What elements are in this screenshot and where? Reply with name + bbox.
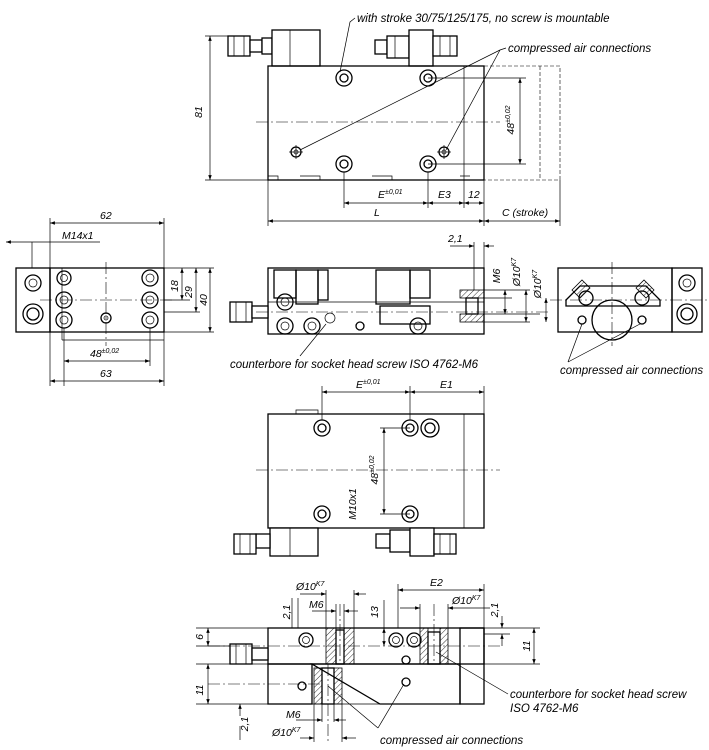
end-view-right: compressed air connections <box>550 262 709 377</box>
dim-18: 18 <box>169 280 181 292</box>
holes-top-view <box>289 69 451 173</box>
section-view: Ø10K7 M6 2,1 13 E2 Ø10K7 2,1 11 6 <box>194 577 687 747</box>
holes-end-left <box>22 269 159 329</box>
dim-12: 12 <box>468 189 480 201</box>
dim-2-1-section-top: 2,1 <box>281 605 293 621</box>
dim-M10x1: M10x1 <box>347 488 359 520</box>
dim-11-left: 11 <box>194 685 206 696</box>
dim-dia10-section-1: Ø10K7 <box>295 581 326 593</box>
dim-29: 29 <box>183 286 195 299</box>
fitting-top-right <box>374 29 458 67</box>
dim-81: 81 <box>193 106 205 118</box>
bottom-view: E±0,01 E1 48±0,02 M10x1 <box>233 379 500 557</box>
dim-48-top: 48±0,02 <box>505 105 517 134</box>
dim-dia10-section-2: Ø10K7 <box>451 595 482 607</box>
dim-2-1-section-right: 2,1 <box>489 603 501 619</box>
top-view: 81 48±0,02 E±0,01 E3 12 L C (stroke) wit… <box>193 13 651 226</box>
note-air-bottom: compressed air connections <box>380 735 523 747</box>
note-counterbore-front: counterbore for socket head screw ISO 47… <box>230 359 479 371</box>
dim-dia10-front-2: Ø10K7 <box>532 269 544 300</box>
dim-E2: E2 <box>430 577 443 589</box>
note-counterbore-bottom-2: ISO 4762-M6 <box>510 703 579 715</box>
dim-48-side: 48±0,02 <box>90 348 119 360</box>
dim-M6-front: M6 <box>491 269 503 284</box>
note-counterbore-bottom-1: counterbore for socket head screw <box>510 689 687 701</box>
dim-62: 62 <box>100 210 112 222</box>
dim-M6-section-bottom: M6 <box>286 709 301 721</box>
dim-63: 63 <box>100 368 112 380</box>
dim-dia10-front-1: Ø10K7 <box>511 257 523 288</box>
dim-2-1-front: 2,1 <box>447 233 463 245</box>
dim-48-bottom: 48±0,02 <box>369 455 381 484</box>
dim-11-right: 11 <box>521 641 533 652</box>
end-view-left: 62 M14x1 18 29 40 48±0,02 63 <box>5 210 214 386</box>
note-air-top: compressed air connections <box>508 43 651 55</box>
note-stroke: with stroke 30/75/125/175, no screw is m… <box>357 13 610 25</box>
note-air-right: compressed air connections <box>560 365 703 377</box>
dim-C-stroke: C (stroke) <box>502 207 548 219</box>
dim-2-1-section-left: 2,1 <box>239 717 251 733</box>
dim-E-bottom: E±0,01 <box>356 379 381 391</box>
dim-dia10-section-bottom: Ø10K7 <box>271 727 302 739</box>
front-view: 2,1 M6 Ø10K7 Ø10K7 counterbore for socke… <box>229 233 550 371</box>
dim-E1: E1 <box>440 379 453 391</box>
dim-6: 6 <box>194 634 206 640</box>
dim-40: 40 <box>198 294 210 306</box>
dim-M14x1: M14x1 <box>62 230 94 242</box>
dim-E-top: E±0,01 <box>378 189 403 201</box>
dim-13: 13 <box>369 606 381 618</box>
body-outline-top <box>267 65 485 181</box>
dim-L: L <box>374 207 380 219</box>
holes-bottom-view <box>313 418 440 523</box>
dim-E3: E3 <box>438 189 451 201</box>
dim-M6-section-top: M6 <box>309 599 324 611</box>
fitting-top-left <box>227 29 321 67</box>
